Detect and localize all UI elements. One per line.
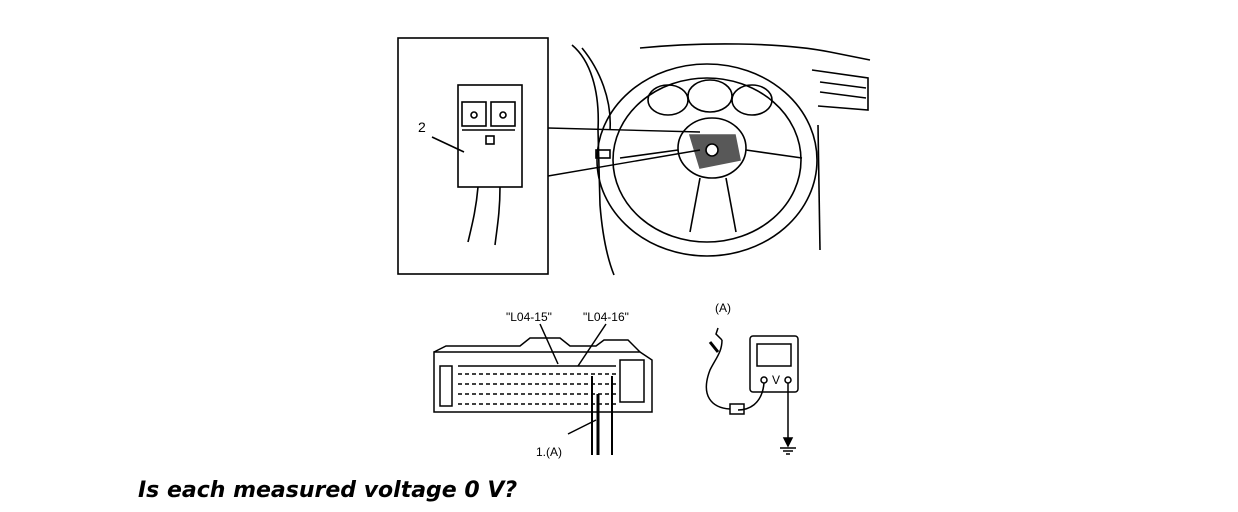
diagnostic-question: Is each measured voltage 0 V? <box>138 478 518 503</box>
inset-pointer <box>547 127 701 177</box>
switch-cable-right <box>494 186 501 246</box>
switch-button-right <box>490 101 516 127</box>
meter-display <box>756 343 792 367</box>
meter-lead-probe <box>705 339 731 410</box>
meter-unit-label: V <box>772 373 780 387</box>
dash-left-edge <box>571 44 615 276</box>
dash-top <box>639 43 871 61</box>
voltmeter <box>705 327 799 455</box>
harness-callout-label: 1.(A) <box>536 445 562 459</box>
meter-probe-label: (A) <box>715 301 731 315</box>
vent <box>811 69 869 111</box>
meter-lead-com <box>737 382 765 411</box>
connector-body <box>433 351 653 413</box>
ecm-connector <box>433 323 653 455</box>
pin-label-l04-16: "L04-16" <box>583 310 629 324</box>
pin-label-l04-15: "L04-15" <box>506 310 552 324</box>
inset-frame <box>397 37 549 275</box>
steering-wheel <box>571 43 871 276</box>
switch-contact-left <box>470 111 478 119</box>
switch-callout-line <box>431 136 465 153</box>
wheel-rim-outer <box>596 63 818 257</box>
switch-cable-left <box>467 186 479 243</box>
switch-button-left <box>461 101 487 127</box>
switch-inset <box>397 37 549 275</box>
switch-contact-right <box>499 111 507 119</box>
switch-callout-label: 2 <box>418 119 426 135</box>
switch-connector <box>485 135 495 145</box>
wheel-hub <box>677 117 747 179</box>
wheel-rim-inner <box>612 77 802 243</box>
